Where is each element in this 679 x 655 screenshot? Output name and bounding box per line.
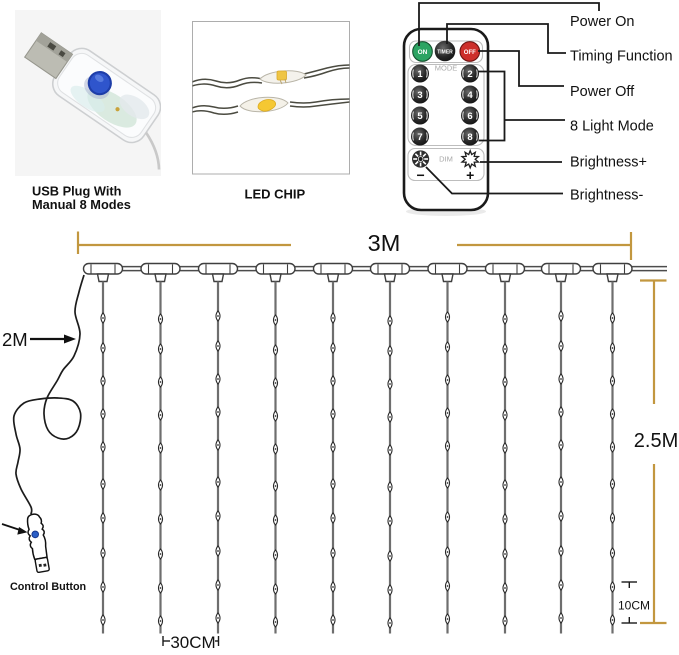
svg-text:5: 5 [417,111,423,122]
svg-text:2.5M: 2.5M [634,430,678,452]
svg-text:Timing Function: Timing Function [570,49,673,65]
svg-text:Power Off: Power Off [570,84,635,100]
svg-text:LED CHIP: LED CHIP [245,187,306,202]
svg-text:Brightness+: Brightness+ [570,155,647,171]
svg-text:3: 3 [417,90,422,101]
svg-text:6: 6 [467,111,472,122]
svg-text:8 Light Mode: 8 Light Mode [570,119,654,135]
svg-text:DIM: DIM [439,155,453,164]
svg-text:7: 7 [417,132,422,143]
svg-text:2M: 2M [2,329,28,350]
svg-text:2: 2 [467,69,472,80]
svg-text:−: − [417,167,425,183]
svg-text:Brightness-: Brightness- [570,188,644,204]
svg-text:4: 4 [467,90,473,101]
svg-text:Power On: Power On [570,14,634,30]
svg-text:MODE: MODE [435,64,458,73]
svg-text:30CM: 30CM [170,633,215,652]
svg-text:USB Plug With: USB Plug With [32,184,122,199]
svg-text:+: + [466,167,474,183]
svg-text:Control Button: Control Button [10,581,86,593]
svg-text:ON: ON [418,49,428,56]
svg-text:8: 8 [467,132,472,143]
svg-text:3M: 3M [368,230,401,256]
svg-text:1: 1 [417,69,423,80]
svg-text:TIMER: TIMER [437,49,453,55]
svg-text:OFF: OFF [464,50,476,56]
svg-text:10CM: 10CM [618,599,650,613]
svg-text:Manual 8 Modes: Manual 8 Modes [32,197,131,212]
